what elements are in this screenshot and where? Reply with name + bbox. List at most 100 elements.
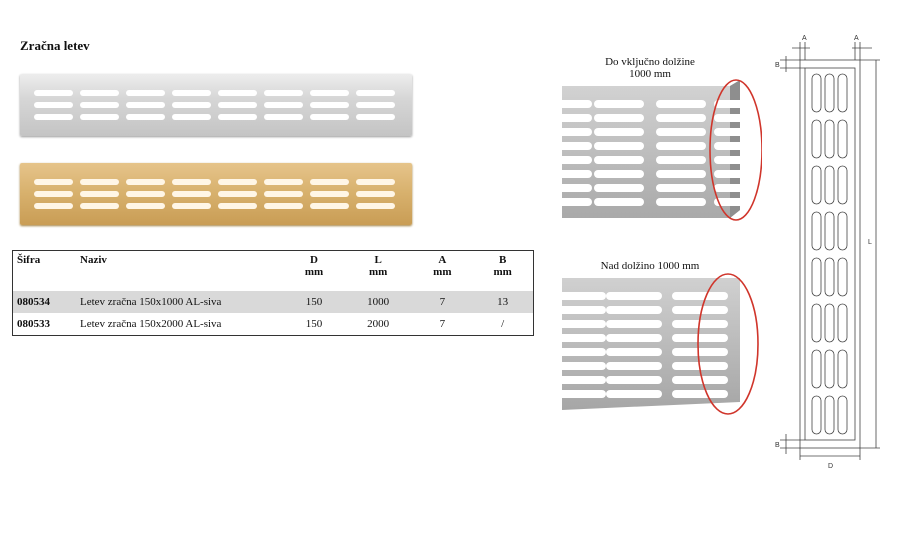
- vent-slot: [656, 142, 706, 150]
- gold-vent-grille-image: [20, 163, 412, 225]
- vent-slot: [34, 191, 73, 197]
- vent-slot: [356, 102, 395, 108]
- dim-label-b-bottom: B: [775, 442, 780, 449]
- silver-vent-grille-image: [20, 74, 412, 136]
- drawing-slot: [837, 165, 848, 205]
- vent-slot: [714, 184, 762, 192]
- vent-slot: [356, 203, 395, 209]
- caption-upto-1000: Do vključno dolžine 1000 mm: [605, 56, 695, 80]
- drawing-slot: [811, 303, 822, 343]
- vent-slot: [310, 191, 349, 197]
- vent-slot: [562, 320, 606, 328]
- end-detail-photo-long: [562, 273, 759, 415]
- vent-slot: [34, 179, 73, 185]
- header-name: Naziv: [80, 254, 107, 266]
- drawing-slot: [824, 165, 835, 205]
- vent-slot: [264, 90, 303, 96]
- vent-slot: [594, 184, 644, 192]
- vent-slot: [80, 179, 119, 185]
- drawing-slot: [824, 119, 835, 159]
- vent-slot: [80, 191, 119, 197]
- vent-slot: [656, 198, 706, 206]
- vent-slot: [34, 102, 73, 108]
- dim-label-a-left: A: [802, 35, 807, 42]
- vent-slot: [310, 90, 349, 96]
- cell-a: 7: [439, 318, 446, 330]
- vent-slot: [562, 184, 592, 192]
- vent-slot: [172, 114, 211, 120]
- vent-slot: [126, 179, 165, 185]
- vent-slot: [606, 376, 662, 384]
- vent-slot: [672, 306, 728, 314]
- cell-name: Letev zračna 150x1000 AL-siva: [76, 291, 284, 313]
- drawing-slot: [824, 257, 835, 297]
- vent-slot: [172, 90, 211, 96]
- vent-slot: [714, 100, 762, 108]
- drawing-slot: [811, 165, 822, 205]
- cell-name: Letev zračna 150x2000 AL-siva: [80, 318, 222, 330]
- vent-slot: [172, 179, 211, 185]
- cell-l: 1000: [343, 291, 413, 313]
- vent-slot: [126, 102, 165, 108]
- cell-d: 150: [284, 291, 344, 313]
- vent-slot: [562, 334, 606, 342]
- dim-label-b-top: B: [775, 62, 780, 69]
- vent-slot: [218, 102, 257, 108]
- vent-slot: [218, 90, 257, 96]
- drawing-slot: [824, 211, 835, 251]
- vent-slot: [656, 184, 706, 192]
- vent-slot: [80, 90, 119, 96]
- vent-slot: [606, 320, 662, 328]
- drawing-slot: [811, 211, 822, 251]
- vent-slot: [34, 114, 73, 120]
- vent-slot: [656, 114, 706, 122]
- drawing-slot: [811, 257, 822, 297]
- vent-slot: [562, 114, 592, 122]
- highlight-ring: [709, 79, 762, 221]
- vent-slot: [606, 306, 662, 314]
- vent-slot: [172, 203, 211, 209]
- drawing-slot: [837, 349, 848, 389]
- vent-slot: [264, 179, 303, 185]
- vent-slot: [310, 179, 349, 185]
- cell-a: 7: [412, 291, 473, 313]
- vent-slot: [562, 390, 606, 398]
- caption-over-1000: Nad dolžino 1000 mm: [600, 260, 700, 272]
- vent-slot: [656, 128, 706, 136]
- vent-slot: [672, 320, 728, 328]
- vent-slot: [264, 191, 303, 197]
- vent-slot: [356, 90, 395, 96]
- table-row: 080533 Letev zračna 150x2000 AL-siva 150…: [13, 313, 534, 336]
- cell-code: 080533: [17, 318, 50, 330]
- vent-slot: [672, 292, 728, 300]
- drawing-slot: [811, 349, 822, 389]
- drawing-slot: [837, 395, 848, 435]
- drawing-slot: [824, 303, 835, 343]
- vent-slot: [606, 334, 662, 342]
- vent-slot: [80, 102, 119, 108]
- vent-slot: [218, 179, 257, 185]
- vent-slot: [594, 170, 644, 178]
- vent-slot: [80, 203, 119, 209]
- vent-slot: [562, 100, 592, 108]
- vent-slot: [310, 203, 349, 209]
- vent-slot: [562, 198, 592, 206]
- vent-slot: [656, 170, 706, 178]
- vent-slot: [594, 100, 644, 108]
- product-title: Zračna letev: [20, 38, 90, 53]
- vent-slot: [218, 114, 257, 120]
- vent-slot: [562, 292, 606, 300]
- vent-slot: [356, 179, 395, 185]
- vent-slot: [562, 128, 592, 136]
- end-detail-photo-short: [562, 79, 762, 221]
- vent-slot: [126, 203, 165, 209]
- vent-slot: [594, 156, 644, 164]
- vent-slot: [672, 376, 728, 384]
- vent-slot: [714, 114, 762, 122]
- cell-b: /: [501, 318, 505, 330]
